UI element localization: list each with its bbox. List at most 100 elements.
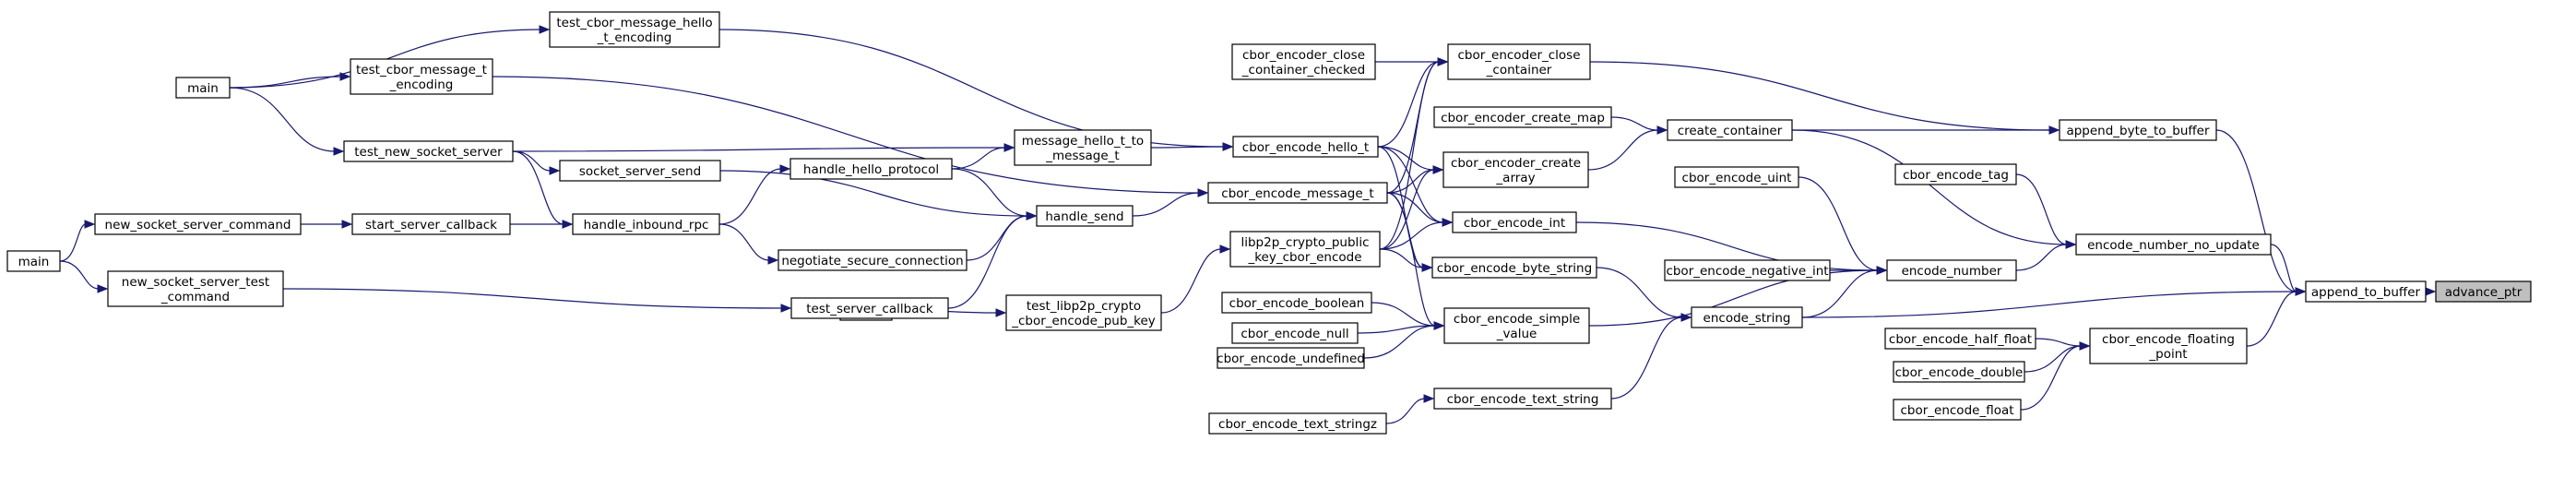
- node-cbor-encode-simple-value[interactable]: cbor_encode_simple_value: [1443, 307, 1590, 344]
- node-box: [351, 213, 511, 235]
- node-box: [107, 270, 284, 307]
- edge-arrowhead: [1421, 263, 1433, 272]
- node-label: _cbor_encode_pub_key: [1011, 314, 1156, 328]
- node-cbor-encode-text-string[interactable]: cbor_encode_text_string: [1433, 388, 1612, 410]
- edge-arrowhead: [1026, 211, 1038, 221]
- edge-arrowhead: [1437, 57, 1449, 66]
- edge-line: [951, 147, 1006, 170]
- node-test-libp2p-crypto-cbor-encode-pub-key[interactable]: test_libp2p_crypto_cbor_encode_pub_key: [1005, 294, 1162, 331]
- node-new-socket-server-command[interactable]: new_socket_server_command: [94, 213, 302, 235]
- node-box: [1036, 205, 1134, 227]
- node-encode-string[interactable]: encode_string: [1691, 306, 1803, 328]
- node-append-to-buffer[interactable]: append_to_buffer: [2305, 280, 2427, 303]
- node-advance-ptr[interactable]: advance_ptr: [2435, 280, 2532, 303]
- node-handle-send[interactable]: handle_send: [1036, 205, 1134, 227]
- node-label: cbor_encode_text_string: [1447, 392, 1599, 407]
- edge-handle-send-to-cbor-encode-message-t: [1132, 188, 1209, 217]
- edge-encode-string-to-append-to-buffer: [1801, 287, 2307, 318]
- edge-line: [1610, 316, 1683, 399]
- node-label: _key_cbor_encode: [1247, 250, 1361, 265]
- node-box: [778, 249, 967, 271]
- node-test-cbor-message-t-encoding[interactable]: test_cbor_message_t_encoding: [350, 58, 493, 95]
- node-cbor-encode-close-container[interactable]: cbor_encoder_close_container: [1447, 43, 1591, 80]
- node-cbor-encode-uint[interactable]: cbor_encode_uint: [1674, 166, 1799, 188]
- edge-arrowhead: [2048, 125, 2060, 135]
- node-new-socket-server-test-command[interactable]: new_socket_server_test_command: [107, 270, 284, 307]
- edge-arrowhead: [2425, 287, 2437, 296]
- node-box: [1452, 211, 1577, 233]
- node-box: [1231, 43, 1376, 80]
- edge-layer: [59, 25, 2437, 424]
- edge-line: [2015, 173, 2068, 245]
- edge-arrowhead: [97, 284, 109, 293]
- node-test-new-socket-server[interactable]: test_new_socket_server: [343, 140, 514, 162]
- edge-handle-inbound-rpc-to-handle-hello-protocol: [718, 164, 791, 225]
- node-cbor-encoder-create-array[interactable]: cbor_encoder_create_array: [1442, 151, 1589, 188]
- node-cbor-encoder-create-map[interactable]: cbor_encoder_create_map: [1433, 106, 1612, 128]
- node-encode-number-no-update[interactable]: encode_number_no_update: [2075, 233, 2272, 256]
- node-append-byte-to-buffer[interactable]: append_byte_to_buffer: [2059, 119, 2217, 141]
- node-label: start_server_callback: [365, 218, 497, 233]
- node-handle-inbound-rpc[interactable]: handle_inbound_rpc: [572, 213, 720, 235]
- node-cbor-encode-text-stringz[interactable]: cbor_encode_text_stringz: [1208, 412, 1387, 435]
- edge-arrowhead: [1656, 125, 1668, 135]
- node-label: handle_send: [1045, 209, 1123, 224]
- edge-line: [512, 147, 1006, 152]
- edge-line: [1379, 169, 1435, 250]
- node-cbor-encode-double[interactable]: cbor_encode_double: [1893, 361, 2025, 383]
- node-cbor-encode-message-t[interactable]: cbor_encode_message_t: [1207, 182, 1388, 204]
- node-label: test_cbor_message_t: [356, 63, 487, 78]
- node-label: cbor_encode_simple: [1454, 312, 1580, 327]
- node-label: message_hello_t_to: [1022, 134, 1144, 149]
- node-socket-server-send[interactable]: socket_server_send: [559, 160, 721, 182]
- edge-arrowhead: [2065, 240, 2077, 249]
- node-start-server-callback[interactable]: start_server_callback: [351, 213, 511, 235]
- edge-create-container-to-append-byte-to-buffer: [1792, 125, 2060, 135]
- node-main-left[interactable]: main: [6, 250, 61, 272]
- node-cbor-encode-hello-t[interactable]: cbor_encode_hello_t: [1232, 136, 1379, 158]
- node-test-server-callback[interactable]: test_server_callback: [790, 297, 949, 319]
- node-cbor-encode-boolean[interactable]: cbor_encode_boolean: [1221, 292, 1372, 314]
- node-box: [1667, 119, 1793, 141]
- edge-line: [282, 288, 783, 309]
- node-create-container[interactable]: create_container: [1667, 119, 1793, 141]
- node-message-hello-t-to-message-t[interactable]: message_hello_t_to_message_t: [1014, 129, 1152, 166]
- edge-line: [2015, 244, 2068, 271]
- node-label: new_socket_server_command: [105, 218, 291, 233]
- node-libp2p-crypto-public-key-cbor-encode[interactable]: libp2p_crypto_public_key_cbor_encode: [1229, 231, 1381, 268]
- edge-cbor-encode-hello-t-to-cbor-encode-close-container: [1377, 57, 1449, 148]
- node-label: cbor_encode_message_t: [1221, 186, 1373, 201]
- node-cbor-encoder-close-container-checked[interactable]: cbor_encoder_close_container_checked: [1231, 43, 1376, 80]
- edge-arrowhead: [539, 25, 551, 34]
- node-main-top[interactable]: main: [175, 77, 231, 99]
- node-encode-number[interactable]: encode_number: [1886, 259, 2017, 281]
- node-cbor-encode-null[interactable]: cbor_encode_null: [1231, 322, 1359, 344]
- node-cbor-encode-tag[interactable]: cbor_encode_tag: [1894, 163, 2017, 185]
- node-box: [2305, 280, 2427, 303]
- node-cbor-encode-negative-int[interactable]: cbor_encode_negative_int: [1664, 259, 1831, 281]
- edge-main-top-to-test-new-socket-server: [229, 87, 345, 156]
- node-cbor-encode-int[interactable]: cbor_encode_int: [1452, 211, 1577, 233]
- node-box: [1447, 43, 1591, 80]
- edge-libp2p-crypto-public-key-cbor-encode-to-cbor-encode-byte-string: [1379, 248, 1433, 272]
- node-cbor-encode-undefined[interactable]: cbor_encode_undefined: [1217, 347, 1365, 369]
- edge-handle-inbound-rpc-to-negotiate-secure-connection: [718, 223, 779, 265]
- node-label: _point: [2148, 347, 2187, 362]
- node-label: _array: [1495, 171, 1535, 185]
- node-label: encode_number: [1902, 264, 2002, 279]
- edge-line: [1377, 146, 1444, 223]
- node-handle-hello-protocol[interactable]: handle_hello_protocol: [789, 158, 953, 180]
- edge-line: [1791, 129, 2068, 245]
- node-test-cbor-message-hello-t-encoding[interactable]: test_cbor_message_hello_t_encoding: [549, 11, 720, 48]
- node-negotiate-secure-connection[interactable]: negotiate_secure_connection: [778, 249, 967, 271]
- edge-arrowhead: [1197, 188, 1209, 197]
- edge-line: [2020, 345, 2082, 411]
- node-cbor-encode-floating-point[interactable]: cbor_encode_floating_point: [2089, 328, 2248, 364]
- node-cbor-encode-byte-string[interactable]: cbor_encode_byte_string: [1431, 256, 1597, 279]
- node-label: _message_t: [1045, 149, 1119, 163]
- edge-line: [1377, 146, 1435, 171]
- node-box: [789, 158, 953, 180]
- edge-cbor-encode-close-container-to-append-byte-to-buffer: [1589, 61, 2060, 135]
- node-cbor-encode-float[interactable]: cbor_encode_float: [1893, 399, 2022, 421]
- node-cbor-encode-half-float[interactable]: cbor_encode_half_float: [1884, 328, 2036, 350]
